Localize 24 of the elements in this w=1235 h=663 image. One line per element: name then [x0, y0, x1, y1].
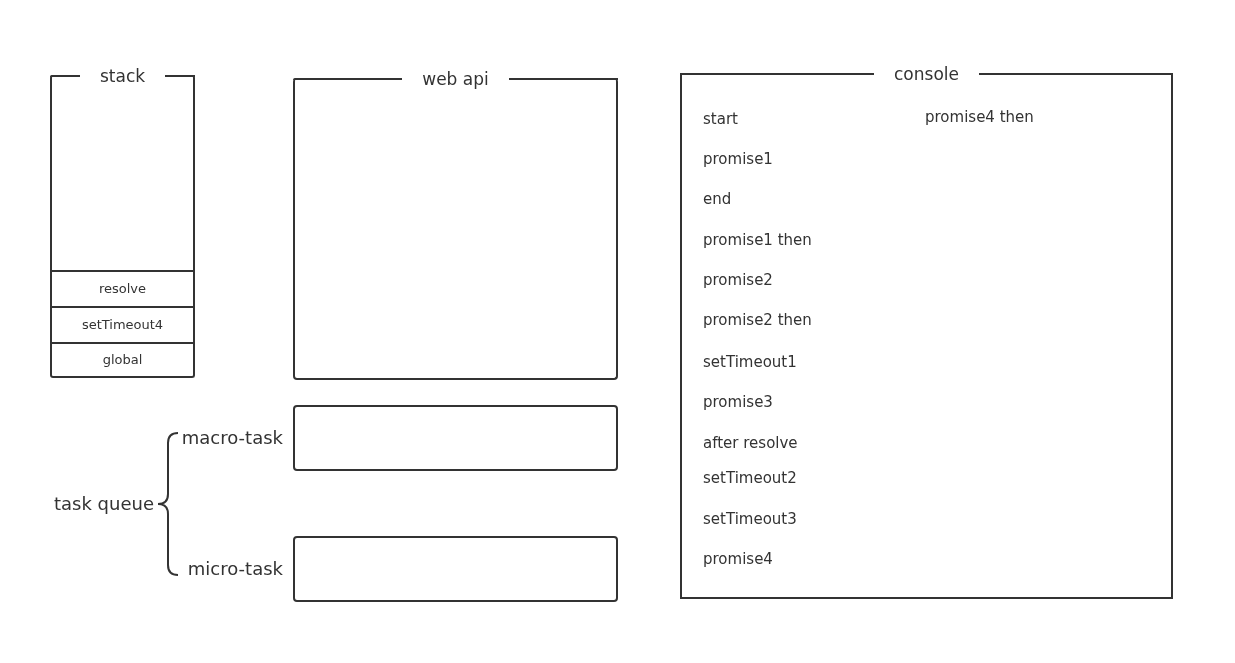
log-line: promise3 [703, 392, 773, 412]
queue-label: micro-task [187, 557, 283, 581]
panel-title: stack [99, 65, 146, 87]
log-line: promise2 [703, 270, 773, 290]
group-label: task queue [54, 492, 154, 516]
log-line: setTimeout3 [703, 509, 797, 529]
log-line: promise4 then [925, 107, 1034, 127]
queue-box [293, 536, 618, 602]
log-line: start [703, 109, 738, 129]
log-line: promise1 [703, 149, 773, 169]
frame-label: global [102, 351, 143, 369]
log-line: promise1 then [703, 230, 812, 250]
frame-label: setTimeout4 [81, 316, 164, 334]
frame-label: resolve [98, 280, 147, 298]
log-line: promise4 [703, 549, 773, 569]
log-line: setTimeout2 [703, 468, 797, 488]
log-line: setTimeout1 [703, 352, 797, 372]
log-line: promise2 then [703, 310, 812, 330]
queue-box [293, 405, 618, 471]
log-line: end [703, 189, 732, 209]
panel-title: web api [422, 68, 489, 90]
queue-label: macro-task [181, 426, 283, 450]
panel-title: console [894, 63, 959, 85]
log-line: after resolve [703, 433, 798, 453]
